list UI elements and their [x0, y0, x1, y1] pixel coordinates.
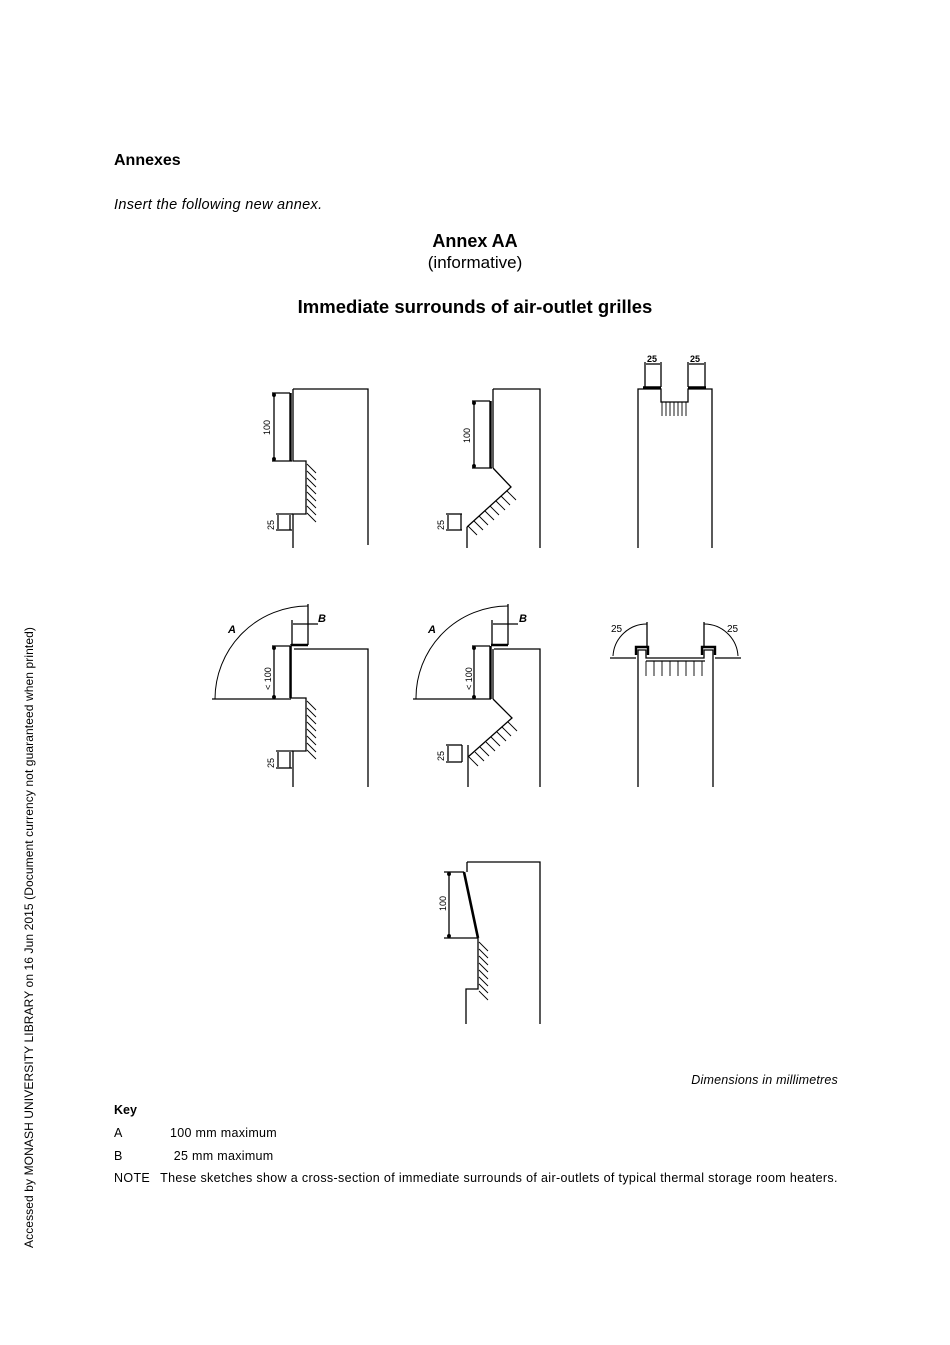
dimensions-note: Dimensions in millimetres: [691, 1073, 838, 1087]
sketch-5-dim-lt-100: < 100: [464, 667, 474, 690]
sketch-5-dim-25: 25: [436, 751, 446, 761]
figure-note: NOTE These sketches show a cross-section …: [114, 1171, 838, 1186]
sketch-2-dim-25: 25: [436, 520, 446, 530]
sketch-1-dim-25: 25: [266, 520, 276, 530]
note-label: NOTE: [114, 1171, 151, 1185]
sketch-4-label-a: A: [227, 624, 236, 636]
sketch-2-dim-100: 100: [462, 428, 472, 443]
key-letter: A: [114, 1126, 123, 1140]
sketch-3-dim-25-right: 25: [690, 354, 700, 364]
sketch-7: [444, 861, 541, 1024]
sketch-3: [637, 362, 713, 548]
sketch-5-label-a: A: [427, 624, 436, 636]
key-text: 100 mm maximum: [170, 1126, 277, 1140]
sketch-4-label-b: B: [318, 613, 326, 625]
key-letter: B: [114, 1149, 123, 1163]
annex-subtitle: (informative): [427, 253, 523, 272]
instruction-text: Insert the following new annex.: [114, 197, 323, 213]
sketch-4-dim-lt-100: < 100: [263, 667, 273, 690]
key-heading: Key: [114, 1103, 137, 1117]
sketch-7-dim-100: 100: [438, 896, 448, 911]
key-text: 25 mm maximum: [170, 1149, 274, 1163]
annex-title: Annex AA: [432, 231, 518, 251]
sketch-1-dim-100: 100: [262, 420, 272, 435]
key-item-b: B 25 mm maximum: [114, 1149, 274, 1163]
grille-sketches-figure: 100 25 100 25: [212, 354, 741, 1024]
sketch-4-dim-25: 25: [266, 758, 276, 768]
access-watermark: Accessed by MONASH UNIVERSITY LIBRARY on…: [22, 627, 36, 1248]
sketch-6: [610, 622, 741, 787]
sketch-1: [272, 388, 369, 548]
sketch-3-dim-25-left: 25: [647, 354, 657, 364]
figure-title: Immediate surrounds of air-outlet grille…: [297, 296, 653, 317]
sketch-4: [212, 604, 369, 787]
sketch-6-dim-25-right: 25: [727, 624, 739, 635]
key-item-a: A 100 mm maximum: [114, 1126, 277, 1140]
sketch-5: [413, 604, 541, 787]
note-text: These sketches show a cross-section of i…: [160, 1171, 838, 1185]
sketch-5-label-b: B: [519, 613, 527, 625]
sketch-2: [446, 388, 541, 548]
sketch-6-dim-25-left: 25: [611, 624, 623, 635]
section-heading: Annexes: [114, 152, 181, 169]
